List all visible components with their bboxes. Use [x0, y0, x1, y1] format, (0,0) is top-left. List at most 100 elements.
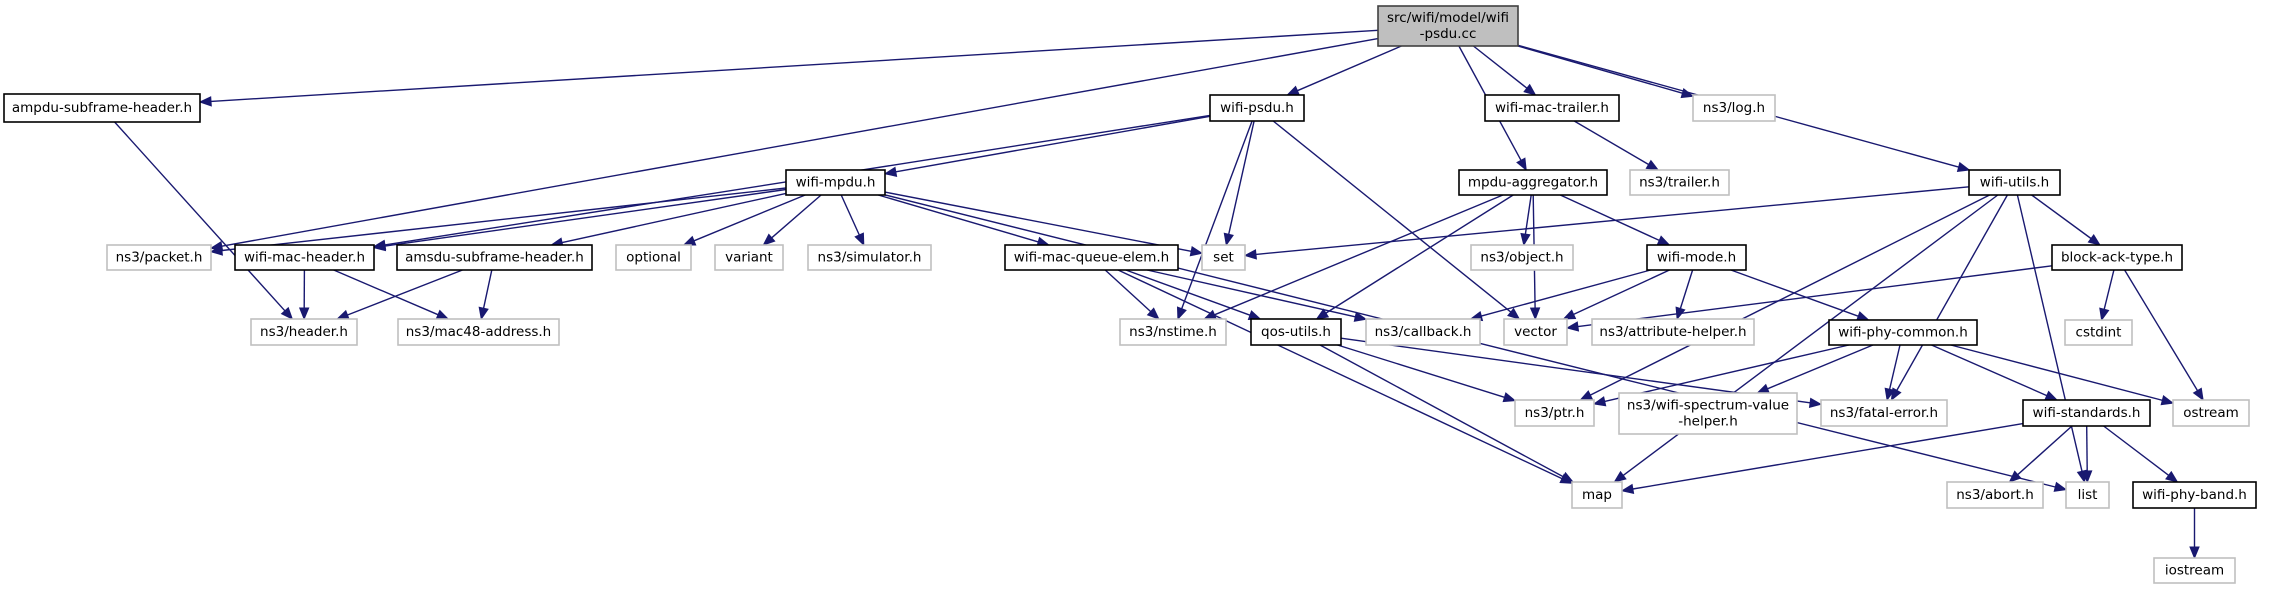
- node-label: block-ack-type.h: [2061, 250, 2173, 266]
- arrowhead-icon: [1516, 157, 1527, 172]
- node-ns3-attribute-helper-h[interactable]: ns3/attribute-helper.h: [1591, 318, 1755, 346]
- node-wifi-standards-h[interactable]: wifi-standards.h: [2022, 399, 2151, 427]
- edge-line: [1632, 422, 2024, 490]
- nodes-layer: src/wifi/model/wifi-psdu.cc ampdu-subfram…: [3, 5, 2257, 584]
- node-cstdint[interactable]: cstdint: [2064, 319, 2133, 346]
- node-ns3-fatal-error-h[interactable]: ns3/fatal-error.h: [1820, 399, 1948, 427]
- edge-bat-to-vector: [1565, 265, 2053, 332]
- node-box: [785, 169, 886, 196]
- arrowhead-icon: [2160, 395, 2175, 406]
- node-mpdu-aggregator-h[interactable]: mpdu-aggregator.h: [1458, 169, 1608, 196]
- edge-line: [1524, 194, 1532, 235]
- node-qos-utils-h[interactable]: qos-utils.h: [1250, 318, 1342, 346]
- node-vector[interactable]: vector: [1503, 318, 1568, 346]
- node-label: ns3/abort.h: [1956, 487, 2034, 503]
- node-map[interactable]: map: [1571, 481, 1623, 509]
- edges-layer: [114, 29, 2204, 560]
- edge-root-to-ampdu: [198, 29, 1379, 107]
- node-wifi-mac-header-h[interactable]: wifi-mac-header.h: [234, 244, 375, 271]
- edge-line: [1125, 269, 1251, 316]
- node-ampdu-subframe-header-h[interactable]: ampdu-subframe-header.h: [3, 93, 201, 123]
- edge-root-to-psdu: [1286, 45, 1402, 96]
- node-ns3-abort-h[interactable]: ns3/abort.h: [1946, 481, 2044, 509]
- node-amsdu-subframe-header-h[interactable]: amsdu-subframe-header.h: [396, 244, 593, 271]
- node-wifi-mpdu-h[interactable]: wifi-mpdu.h: [785, 169, 886, 196]
- node-src-wifi-model-wifi-psdu-cc[interactable]: src/wifi/model/wifi-psdu.cc: [1377, 5, 1519, 47]
- node-ostream[interactable]: ostream: [2172, 399, 2250, 427]
- node-box: [1209, 94, 1305, 122]
- node-wifi-utils-h[interactable]: wifi-utils.h: [1968, 169, 2061, 196]
- node-box: [1458, 169, 1608, 196]
- arrowhead-icon: [1756, 383, 1770, 394]
- node-wifi-mac-queue-elem-h[interactable]: wifi-mac-queue-elem.h: [1004, 244, 1179, 271]
- node-label: ns3/packet.h: [116, 250, 203, 266]
- node-wifi-mode-h[interactable]: wifi-mode.h: [1646, 244, 1747, 271]
- edge-line: [878, 194, 1039, 243]
- edge-machdr-to-header: [298, 269, 310, 321]
- node-box: [396, 244, 593, 271]
- node-ns3-header-h[interactable]: ns3/header.h: [250, 318, 358, 346]
- edge-line: [2086, 425, 2088, 472]
- node-label: amsdu-subframe-header.h: [405, 250, 584, 266]
- edge-bat-to-cstdint: [2099, 269, 2115, 322]
- arrowhead-icon: [1176, 306, 1187, 321]
- edge-line: [114, 121, 286, 312]
- node-ns3-packet-h[interactable]: ns3/packet.h: [106, 244, 212, 271]
- edge-line: [333, 269, 439, 316]
- arrowhead-icon: [1613, 470, 1627, 483]
- node-ns3-trailer-h[interactable]: ns3/trailer.h: [1629, 169, 1730, 196]
- edge-phycommon-to-ptr: [1592, 344, 1850, 407]
- node-box: [2065, 481, 2110, 509]
- arrowhead-icon: [1520, 232, 1531, 247]
- node-variant[interactable]: variant: [714, 244, 784, 271]
- node-ns3-wifi-spectrum-value-helper-h[interactable]: ns3/wifi-spectrum-value-helper.h: [1618, 392, 1798, 435]
- arrowhead-icon: [1656, 235, 1671, 246]
- node-block-ack-type-h[interactable]: block-ack-type.h: [2051, 244, 2183, 271]
- node-iostream[interactable]: iostream: [2153, 557, 2236, 584]
- edge-psdu-to-set: [1223, 120, 1255, 247]
- edge-line: [1214, 194, 1504, 316]
- node-box: [1946, 481, 2044, 509]
- node-box: [1470, 244, 1574, 271]
- node-ns3-ptr-h[interactable]: ns3/ptr.h: [1514, 399, 1595, 427]
- edge-line: [2103, 269, 2115, 310]
- node-wifi-mac-trailer-h[interactable]: wifi-mac-trailer.h: [1484, 94, 1620, 122]
- node-label: ns3/object.h: [1480, 250, 1563, 266]
- node-list[interactable]: list: [2065, 481, 2110, 509]
- edge-line: [1767, 344, 1874, 390]
- arrowhead-icon: [1592, 396, 1607, 407]
- node-optional[interactable]: optional: [615, 244, 692, 271]
- edge-line: [693, 194, 806, 242]
- node-label: ns3/attribute-helper.h: [1599, 324, 1746, 340]
- node-wifi-phy-common-h[interactable]: wifi-phy-common.h: [1828, 319, 1978, 346]
- node-wifi-phy-band-h[interactable]: wifi-phy-band.h: [2132, 481, 2257, 509]
- node-box: [1618, 392, 1798, 435]
- node-box: [234, 244, 375, 271]
- arrowhead-icon: [335, 309, 350, 320]
- node-wifi-psdu-h[interactable]: wifi-psdu.h: [1209, 94, 1305, 122]
- node-ns3-callback-h[interactable]: ns3/callback.h: [1365, 318, 1481, 346]
- node-label: wifi-psdu.h: [1220, 100, 1294, 116]
- edge-amsdu-to-mac48: [478, 269, 493, 321]
- node-box: [1514, 399, 1595, 427]
- node-ns3-simulator-h[interactable]: ns3/simulator.h: [807, 244, 932, 271]
- node-ns3-object-h[interactable]: ns3/object.h: [1470, 244, 1574, 271]
- edge-aggr-to-object: [1520, 194, 1532, 247]
- node-label: variant: [725, 250, 773, 266]
- edge-line: [210, 29, 1379, 103]
- node-label: map: [1582, 487, 1612, 503]
- edge-line: [1679, 269, 1694, 309]
- node-ns3-mac48-address-h[interactable]: ns3/mac48-address.h: [397, 318, 560, 346]
- node-set[interactable]: set: [1201, 244, 1246, 271]
- arrowhead-icon: [762, 233, 776, 246]
- node-label: ns3/nstime.h: [1129, 324, 1217, 340]
- node-label: ns3/mac48-address.h: [406, 324, 552, 340]
- node-box: [2153, 557, 2236, 584]
- node-label: qos-utils.h: [1261, 324, 1331, 340]
- node-label: ns3/ptr.h: [1525, 405, 1585, 421]
- node-box: [397, 318, 560, 346]
- node-ns3-log-h[interactable]: ns3/log.h: [1692, 94, 1776, 122]
- node-ns3-nstime-h[interactable]: ns3/nstime.h: [1119, 318, 1227, 346]
- edge-line: [1517, 45, 1683, 94]
- node-label: ostream: [2183, 405, 2239, 421]
